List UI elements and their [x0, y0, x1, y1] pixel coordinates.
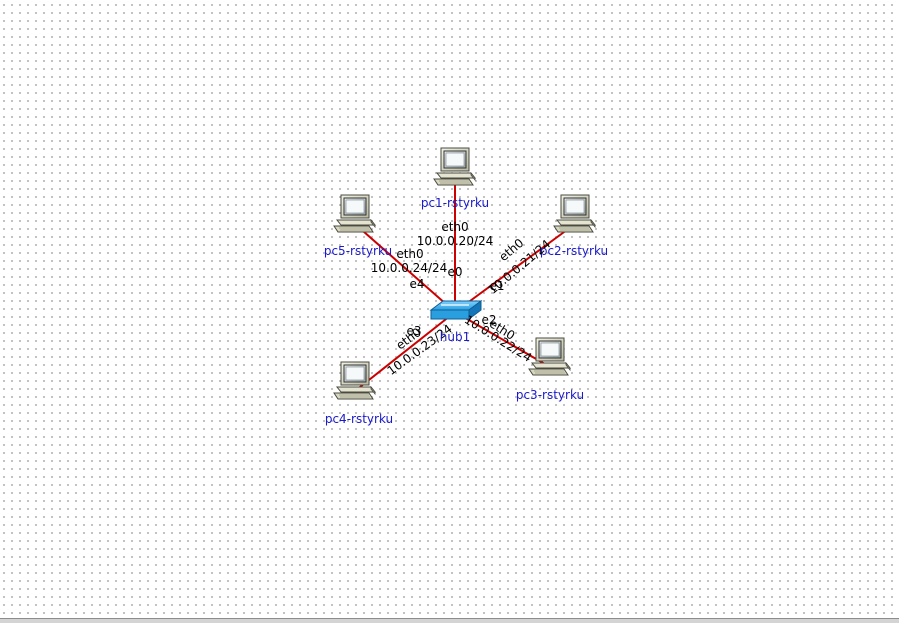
interface-label: eth0 — [396, 247, 423, 261]
pc-node-3[interactable] — [528, 337, 571, 376]
pc-node-4[interactable] — [333, 361, 376, 400]
hub-port-label: e2 — [481, 313, 496, 327]
hub-port-label: e1 — [489, 279, 504, 293]
hub-port-label: e0 — [447, 265, 462, 279]
computer-icon — [333, 361, 376, 400]
ip-address-label: 10.0.0.24/24 — [371, 261, 448, 275]
hub-node[interactable] — [429, 300, 483, 320]
link-pc3-hub[interactable] — [454, 311, 551, 368]
hub-name-label: hub1 — [440, 330, 470, 344]
pc-name-label: pc2-rstyrku — [540, 244, 608, 258]
horizontal-scrollbar[interactable] — [0, 618, 899, 623]
computer-icon — [333, 194, 376, 233]
computer-icon — [553, 194, 596, 233]
pc-name-label: pc4-rstyrku — [325, 412, 393, 426]
hub-port-label: e3 — [406, 324, 421, 338]
pc-node-5[interactable] — [333, 194, 376, 233]
pc-node-2[interactable] — [553, 194, 596, 233]
link-pc4-hub[interactable] — [354, 311, 456, 392]
link-pc5-hub[interactable] — [354, 223, 456, 313]
link-pc2-hub[interactable] — [454, 223, 576, 313]
pc-name-label: pc1-rstyrku — [421, 196, 489, 210]
pc-node-1[interactable] — [433, 147, 476, 186]
computer-icon — [528, 337, 571, 376]
interface-label: eth0 — [441, 220, 468, 234]
pc-name-label: pc3-rstyrku — [516, 388, 584, 402]
ip-address-label: 10.0.0.20/24 — [417, 234, 494, 248]
computer-icon — [433, 147, 476, 186]
hub-port-label: e4 — [409, 277, 424, 291]
pc-name-label: pc5-rstyrku — [324, 244, 392, 258]
